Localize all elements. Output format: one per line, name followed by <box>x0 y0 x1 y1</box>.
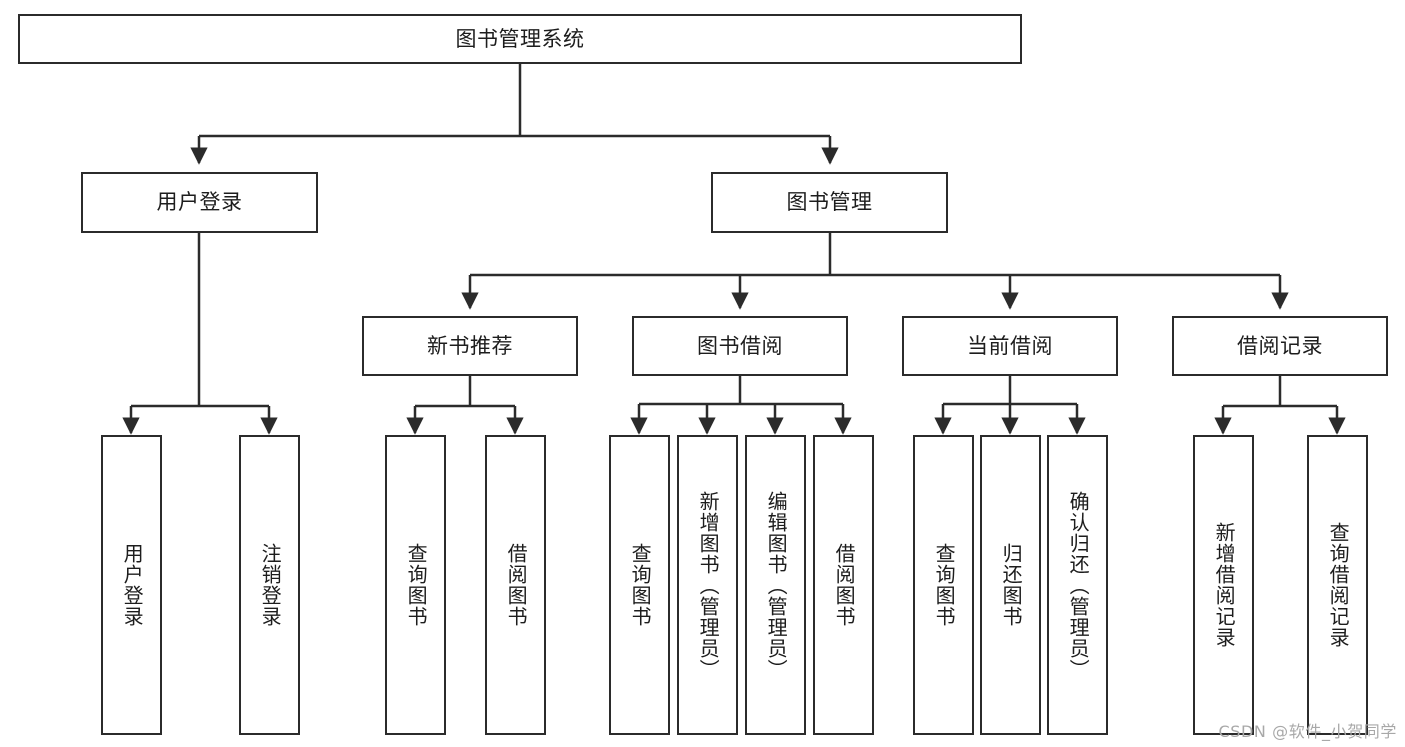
node-label: 借阅记录 <box>1237 333 1323 358</box>
watermark: CSDN @软件_小贺同学 <box>1218 722 1397 741</box>
leaf-query-books-current[interactable]: 查询图书 <box>913 435 974 735</box>
node-book-management[interactable]: 图书管理 <box>711 172 948 233</box>
node-label: 查询借阅记录 <box>1326 522 1351 648</box>
node-label: 新增借阅记录 <box>1212 522 1237 648</box>
node-label: 借阅图书 <box>504 543 529 627</box>
leaf-query-books-borrowing[interactable]: 查询图书 <box>609 435 670 735</box>
node-label: 新书推荐 <box>427 333 513 358</box>
leaf-add-borrowing-record[interactable]: 新增借阅记录 <box>1193 435 1254 735</box>
node-label: 查询图书 <box>932 543 957 627</box>
node-label: 当前借阅 <box>967 333 1053 358</box>
node-user-login[interactable]: 用户登录 <box>81 172 318 233</box>
leaf-borrow-books-recommendation[interactable]: 借阅图书 <box>485 435 546 735</box>
leaf-query-books-recommendation[interactable]: 查询图书 <box>385 435 446 735</box>
node-book-borrowing[interactable]: 图书借阅 <box>632 316 848 376</box>
node-label: 图书管理 <box>786 190 873 215</box>
node-current-borrowing[interactable]: 当前借阅 <box>902 316 1118 376</box>
node-label: 确认归还（管理员） <box>1066 490 1091 680</box>
node-borrowing-records[interactable]: 借阅记录 <box>1172 316 1388 376</box>
node-label: 注销登录 <box>258 543 283 627</box>
leaf-borrow-books[interactable]: 借阅图书 <box>813 435 874 735</box>
node-label: 新增图书（管理员） <box>696 490 721 680</box>
leaf-user-login[interactable]: 用户登录 <box>101 435 162 735</box>
node-new-book-recommendation[interactable]: 新书推荐 <box>362 316 578 376</box>
node-label: 归还图书 <box>999 543 1024 627</box>
node-label: 图书管理系统 <box>455 26 585 51</box>
node-label: 查询图书 <box>404 543 429 627</box>
node-label: 查询图书 <box>628 543 653 627</box>
node-label: 用户登录 <box>156 190 243 215</box>
node-root-system[interactable]: 图书管理系统 <box>18 14 1022 64</box>
node-label: 借阅图书 <box>832 543 857 627</box>
leaf-logout[interactable]: 注销登录 <box>239 435 300 735</box>
leaf-edit-book-admin[interactable]: 编辑图书（管理员） <box>745 435 806 735</box>
leaf-return-books[interactable]: 归还图书 <box>980 435 1041 735</box>
leaf-add-book-admin[interactable]: 新增图书（管理员） <box>677 435 738 735</box>
leaf-confirm-return-admin[interactable]: 确认归还（管理员） <box>1047 435 1108 735</box>
node-label: 图书借阅 <box>697 333 783 358</box>
node-label: 编辑图书（管理员） <box>764 490 789 680</box>
node-label: 用户登录 <box>120 543 145 627</box>
leaf-query-borrowing-record[interactable]: 查询借阅记录 <box>1307 435 1368 735</box>
